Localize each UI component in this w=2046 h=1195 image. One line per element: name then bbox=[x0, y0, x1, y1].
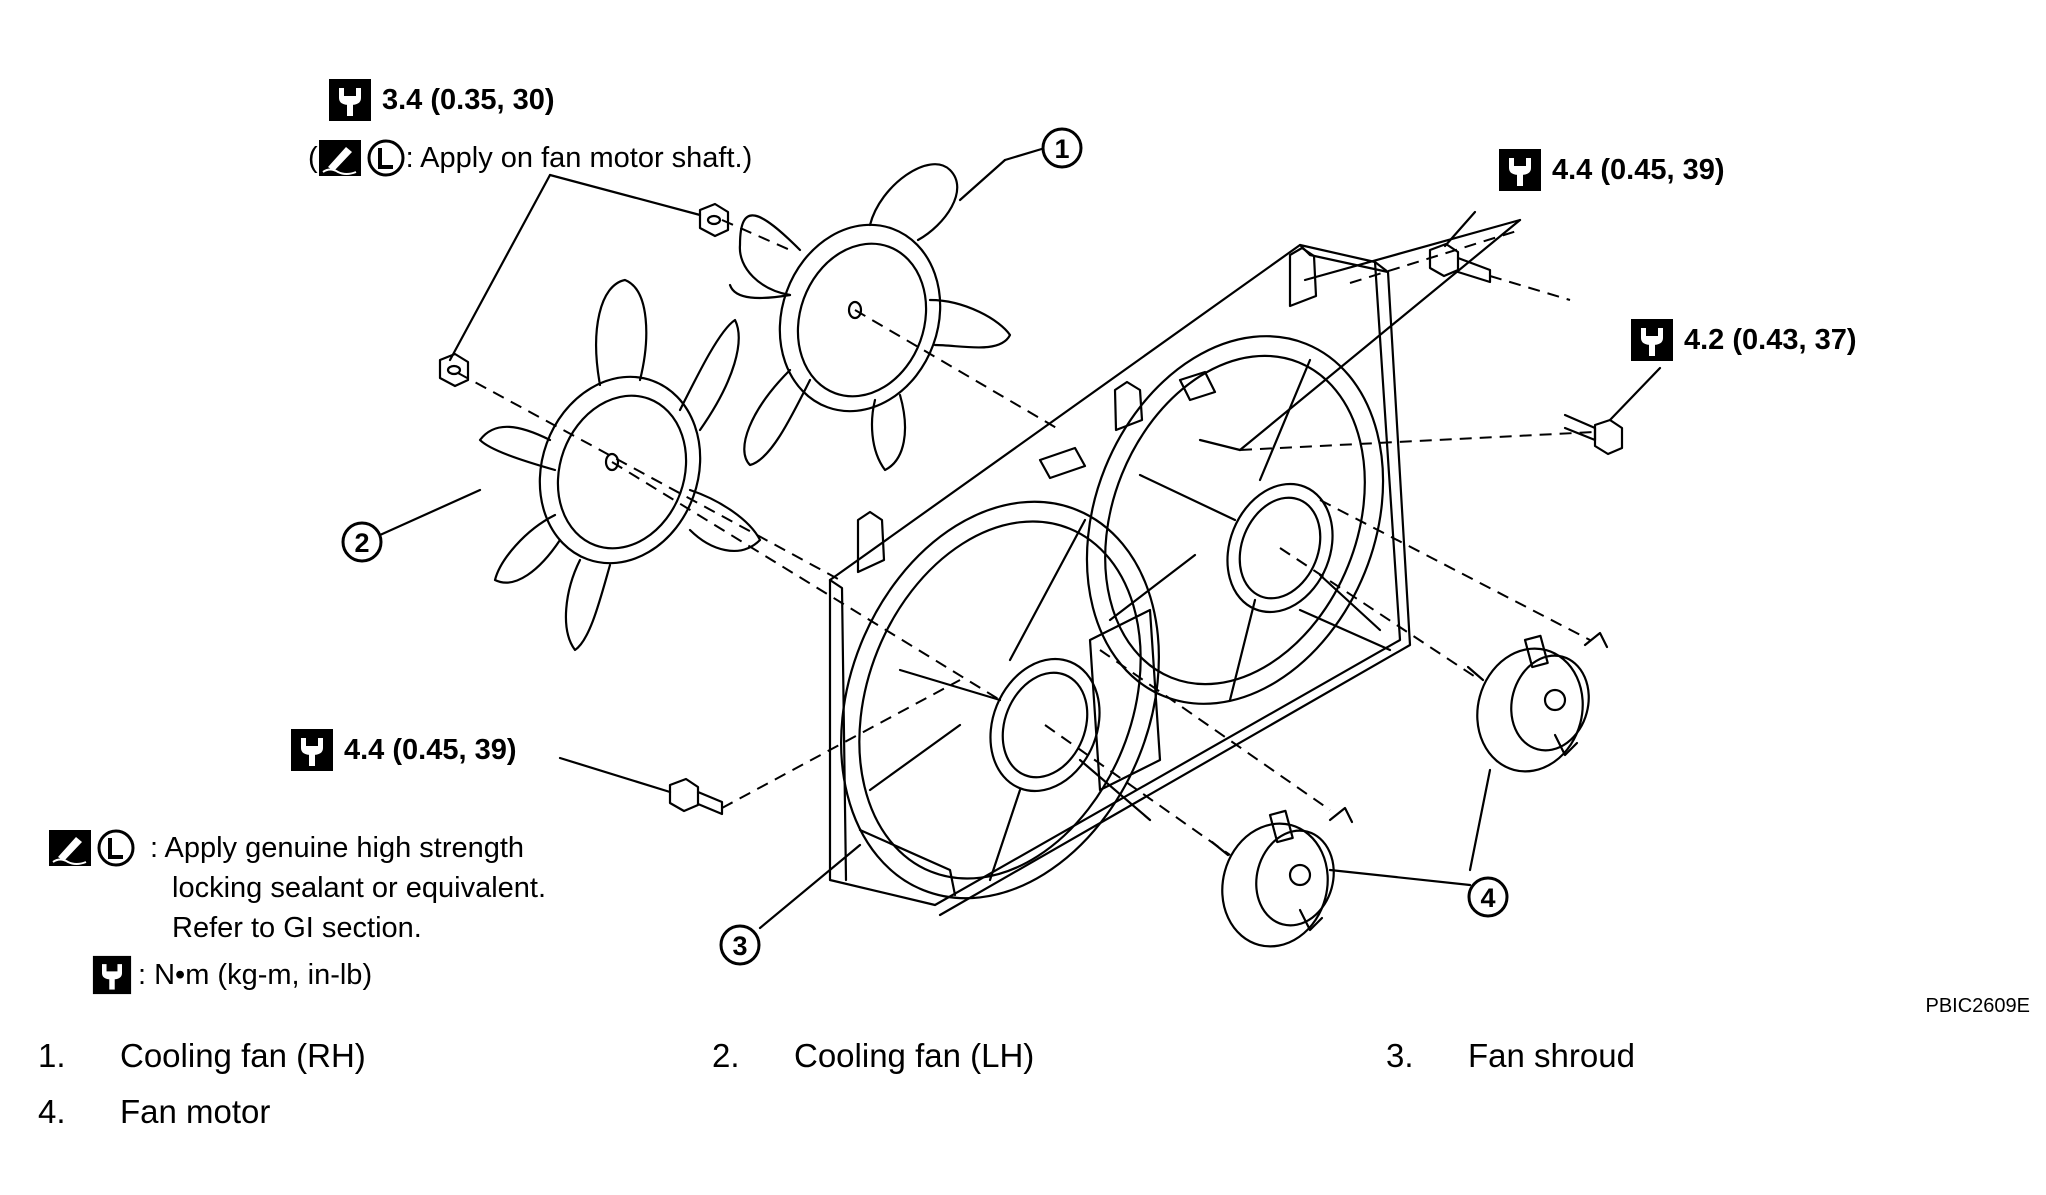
torque-spec-fan-nut: 3.4 (0.35, 30) bbox=[328, 78, 555, 122]
callout-1: 1 bbox=[1041, 127, 1083, 169]
part-item-4: 4. Fan motor bbox=[38, 1093, 271, 1130]
svg-text:4: 4 bbox=[1480, 883, 1495, 913]
svg-text:3: 3 bbox=[732, 931, 747, 961]
torque-spec-shroud-bolt-lower: 4.4 (0.45, 39) bbox=[290, 728, 517, 772]
fan-nut-upper bbox=[698, 202, 730, 238]
svg-text:1: 1 bbox=[1054, 134, 1069, 164]
torque-spec-shroud-bolt-upper: 4.4 (0.45, 39) bbox=[1498, 148, 1725, 192]
wrench-torque-icon bbox=[329, 79, 371, 121]
part-item-3: 3. Fan shroud bbox=[1386, 1037, 1635, 1074]
part-item-1: 1. Cooling fan (RH) bbox=[38, 1037, 366, 1074]
callout-4: 4 bbox=[1467, 876, 1509, 918]
wrench-torque-icon bbox=[1499, 149, 1541, 191]
motor-bolt-right bbox=[1563, 413, 1624, 456]
wrench-torque-icon bbox=[92, 955, 132, 995]
sealant-applicator-icon bbox=[318, 140, 361, 176]
fan-nut-lower bbox=[438, 352, 470, 388]
legend-sealant-icons bbox=[48, 828, 136, 868]
locking-sealant-L-icon bbox=[97, 829, 135, 867]
fan-motor-right-drawing bbox=[1466, 631, 1609, 773]
sealant-applicator-icon bbox=[49, 830, 91, 866]
fan-shroud-drawing bbox=[828, 243, 1412, 917]
svg-text:2: 2 bbox=[354, 528, 369, 558]
callout-3: 3 bbox=[719, 924, 761, 966]
wrench-torque-icon bbox=[291, 729, 333, 771]
callout-2: 2 bbox=[341, 521, 383, 563]
legend-sealant-text: : Apply genuine high strength locking se… bbox=[150, 832, 547, 944]
cooling-fan-rh-drawing bbox=[728, 163, 1012, 472]
shroud-bolt-lower bbox=[668, 777, 724, 816]
wrench-torque-icon bbox=[1631, 319, 1673, 361]
legend-torque-units: : N•m (kg-m, in-lb) bbox=[92, 955, 372, 995]
figure-code: PBIC2609E bbox=[1925, 995, 2030, 1017]
fan-nut-sealant-note: ( : Apply on fan motor shaft.) bbox=[308, 138, 752, 178]
part-item-2: 2. Cooling fan (LH) bbox=[712, 1037, 1035, 1074]
locking-sealant-L-icon bbox=[367, 139, 405, 177]
shroud-bolt-upper bbox=[1428, 242, 1492, 284]
fan-motor-left-drawing bbox=[1210, 806, 1354, 948]
torque-spec-motor-bolt: 4.2 (0.43, 37) bbox=[1630, 318, 1857, 362]
cooling-fan-lh-drawing bbox=[478, 278, 762, 652]
